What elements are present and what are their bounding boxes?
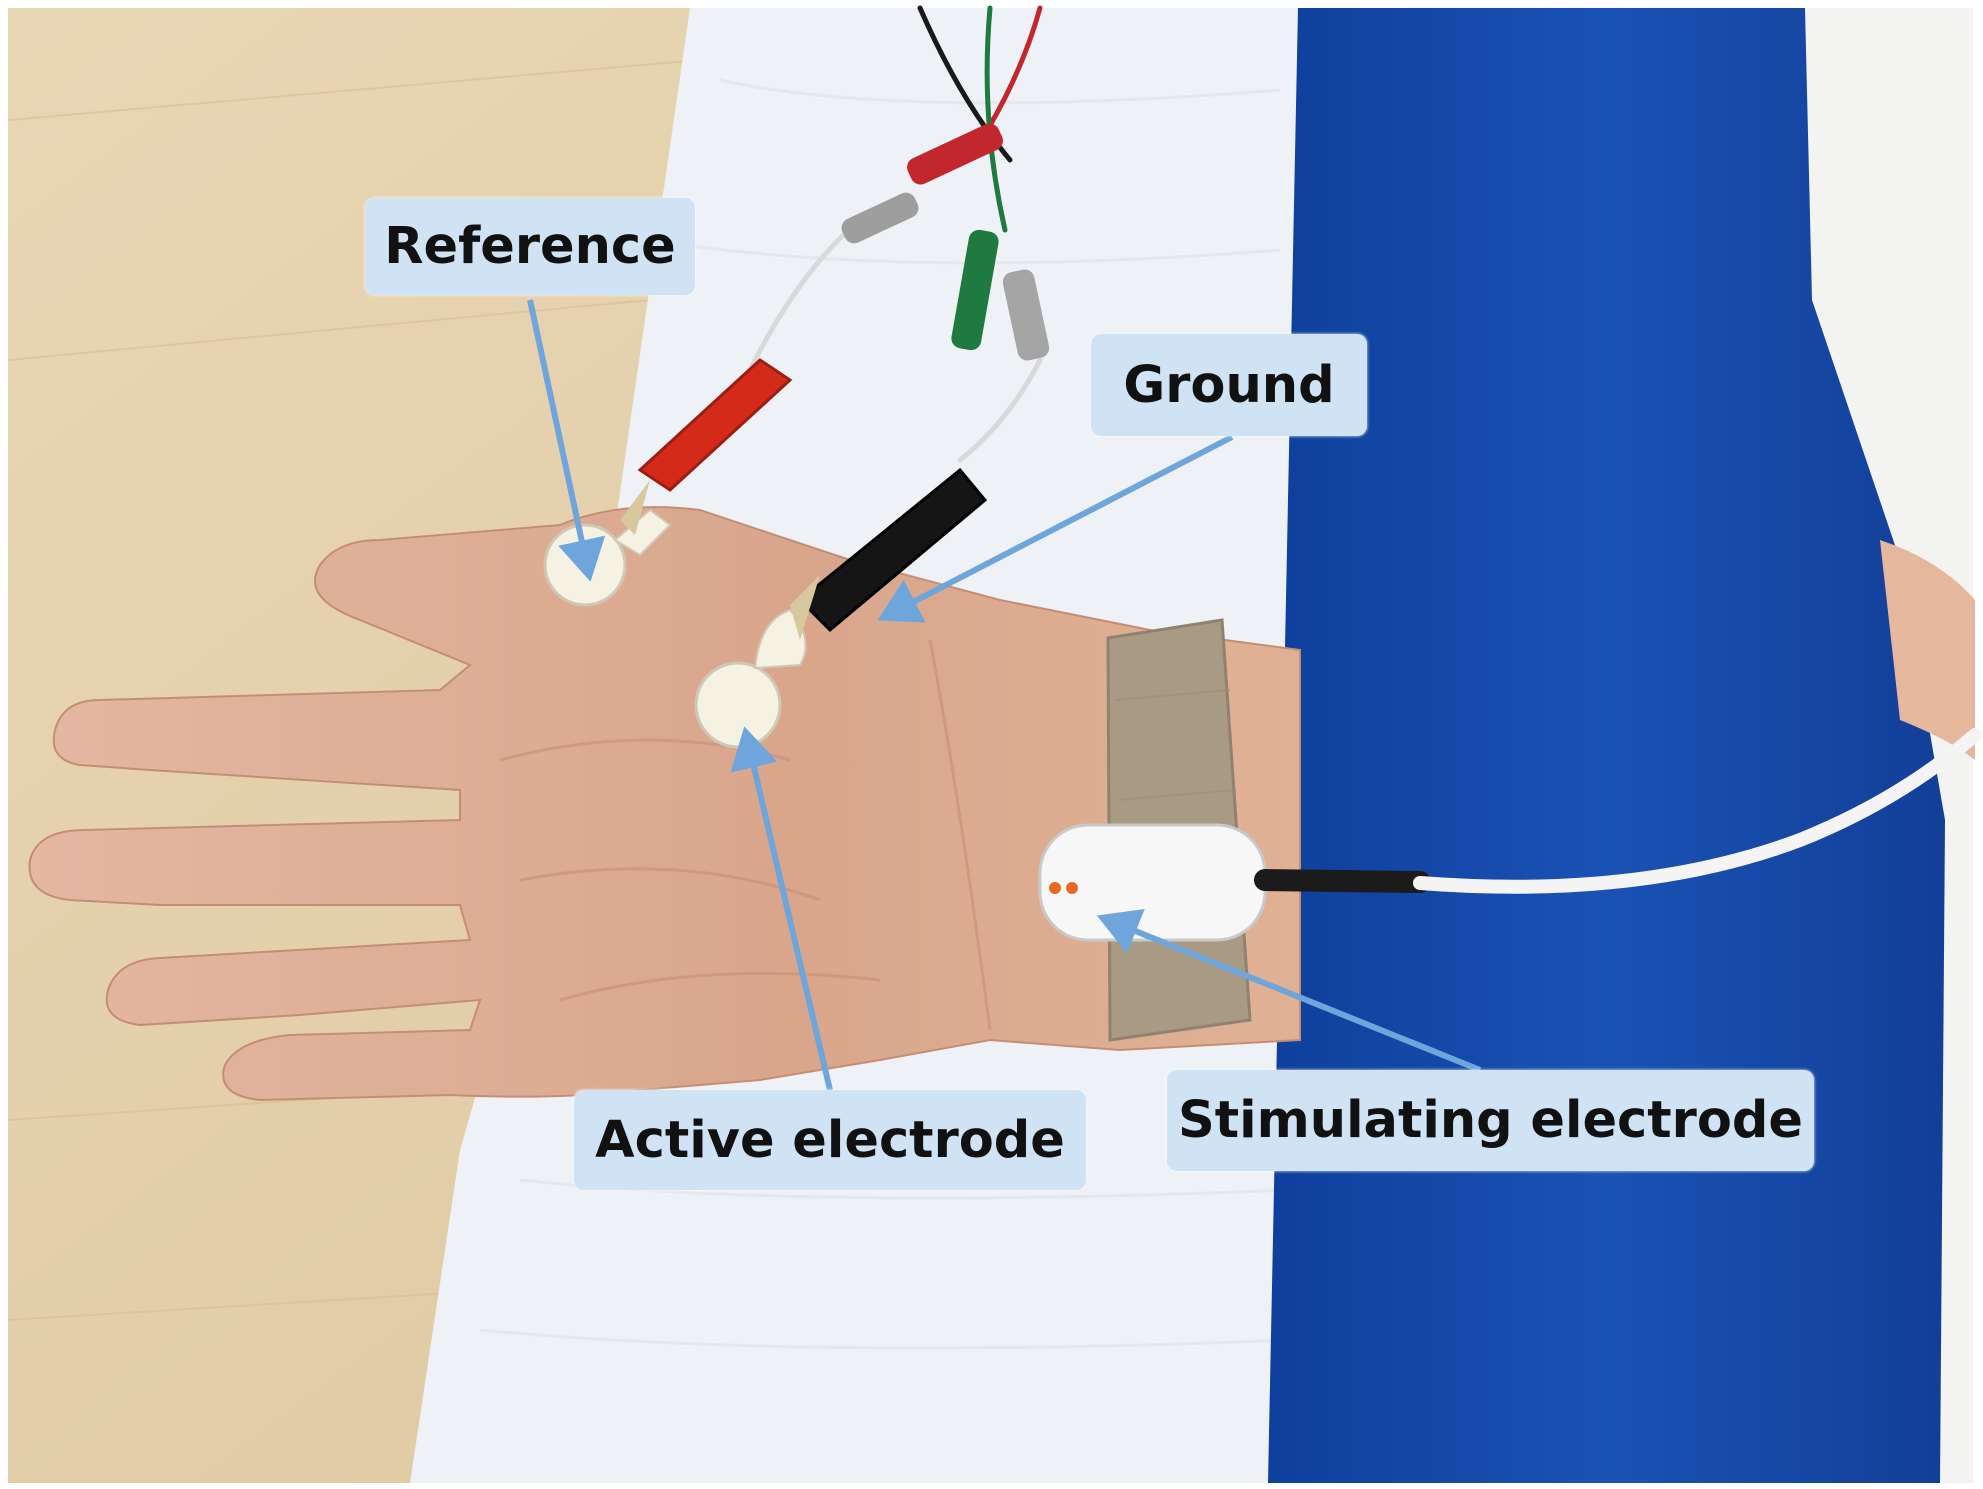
- reference-pin: [841, 192, 919, 244]
- red-alligator-clip: [637, 358, 793, 492]
- red-clip-jaw: [620, 480, 650, 535]
- stimulating-arrow: [1096, 908, 1482, 1073]
- stimulator-cable: [1413, 728, 1982, 894]
- active-electrode-label: Active electrode: [574, 1090, 1086, 1190]
- reference-label: Reference: [365, 198, 695, 295]
- stimulator-cable-plug: [1254, 869, 1431, 893]
- green-pin-sleeve: [951, 229, 999, 351]
- stimulating-electrode-cathode: [1066, 882, 1078, 894]
- black-clip-jaw: [790, 575, 820, 640]
- forearm-edge: [1880, 540, 1975, 760]
- stimulating-electrode-label: Stimulating electrode: [1167, 1070, 1814, 1171]
- active-electrode-tab: [753, 608, 807, 670]
- stimulating-electrode-anode: [1049, 882, 1061, 894]
- black-alligator-clip: [797, 467, 988, 633]
- active-arrow: [730, 726, 833, 1091]
- active-electrode-pad: [694, 661, 782, 749]
- ground-label: Ground: [1091, 334, 1367, 436]
- red-pin-sleeve: [907, 123, 1003, 185]
- callout-arrows: [527, 299, 1482, 1091]
- ground-arrow: [877, 434, 1234, 623]
- hand: [28, 506, 1301, 1102]
- ground-pin: [1002, 269, 1050, 361]
- reference-arrow: [527, 299, 606, 582]
